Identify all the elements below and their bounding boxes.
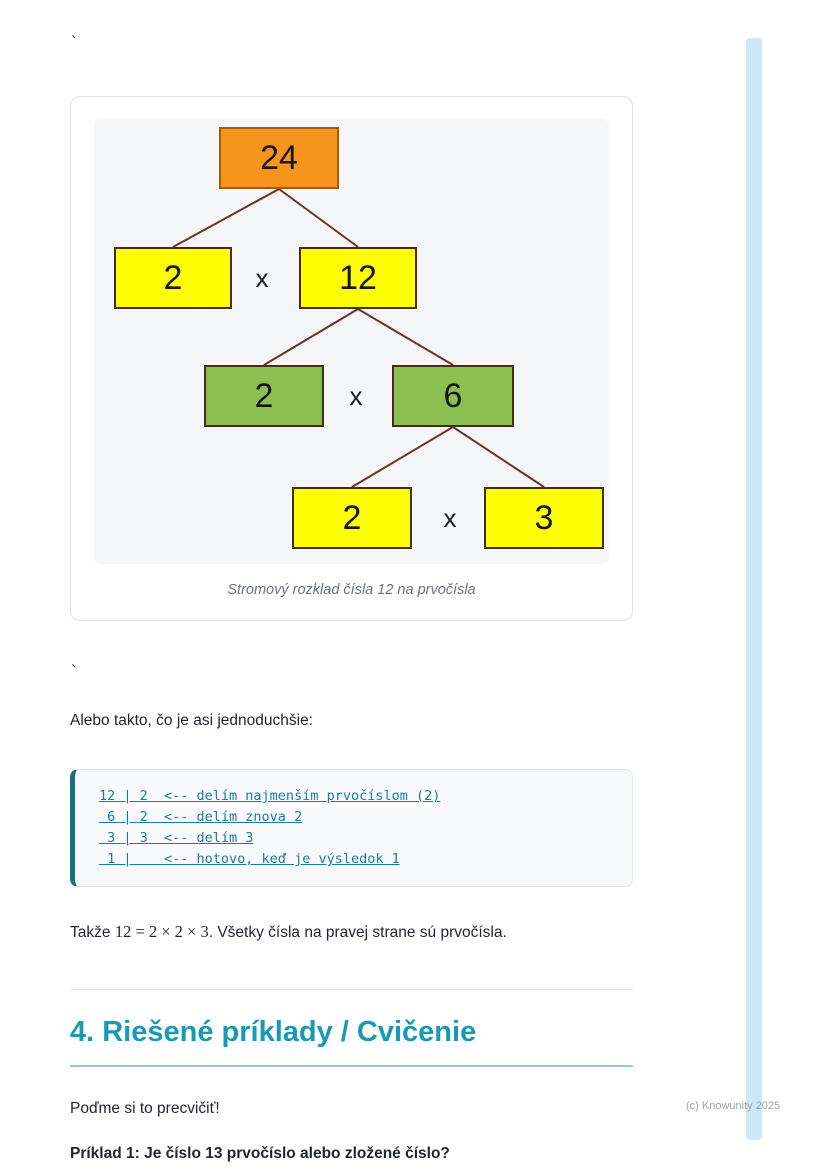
watermark-text: (c) Knowunity 2025 bbox=[686, 1100, 781, 1112]
multiply-operator: x bbox=[443, 503, 457, 533]
result-math-expression: 12 = 2 × 2 × 3 bbox=[114, 922, 209, 942]
scrollbar[interactable] bbox=[746, 38, 762, 1140]
tree-node-l1-right: 12 bbox=[299, 247, 417, 309]
result-suffix: . Všetky čísla na pravej strane sú prvoč… bbox=[208, 924, 507, 942]
tree-connector-lines bbox=[172, 188, 545, 488]
figure-caption: Stromový rozklad čísla 12 na prvočísla bbox=[227, 582, 476, 598]
code-line: 3 | 3 <-- delím 3 bbox=[99, 830, 254, 847]
multiply-operator: x bbox=[349, 381, 363, 411]
section-heading: 4. Riešené príklady / Cvičenie bbox=[70, 1016, 633, 1068]
division-code-block: 12 | 2 <-- delím najmenším prvočíslom (2… bbox=[70, 769, 633, 888]
multiply-operator: x bbox=[255, 263, 269, 293]
alternative-intro-paragraph: Alebo takto, čo je asi jednoduchšie: bbox=[70, 712, 313, 729]
practice-paragraph: Poďme si to precvičiť! bbox=[70, 1100, 220, 1118]
tree-node-root: 24 bbox=[219, 127, 339, 189]
stray-backtick-top: ` bbox=[70, 35, 79, 51]
code-line: 12 | 2 <-- delím najmenším prvočíslom (2… bbox=[99, 788, 441, 805]
factor-tree-figure: 24 2 x 12 2 x 6 2 x 3 Stromový rozklad č… bbox=[70, 96, 633, 621]
tree-node-l1-left: 2 bbox=[114, 247, 232, 309]
tree-node-l2-right: 6 bbox=[392, 365, 514, 427]
tree-node-l3-left: 2 bbox=[292, 487, 412, 549]
code-line: 6 | 2 <-- delím znova 2 bbox=[99, 809, 303, 826]
stray-backtick-mid: ` bbox=[70, 664, 79, 680]
tree-node-l3-right: 3 bbox=[484, 487, 604, 549]
factor-tree-diagram: 24 2 x 12 2 x 6 2 x 3 bbox=[94, 119, 609, 564]
result-prefix: Takže bbox=[70, 924, 115, 942]
tree-node-l2-left: 2 bbox=[204, 365, 324, 427]
example-heading: Príklad 1: Je číslo 13 prvočíslo alebo z… bbox=[70, 1145, 450, 1163]
result-paragraph: Takže 12 = 2 × 2 × 3. Všetky čísla na pr… bbox=[70, 919, 633, 945]
code-line: 1 | <-- hotovo, keď je výsledok 1 bbox=[99, 851, 400, 868]
content-column: ` 24 2 x 12 2 x bbox=[70, 36, 633, 1163]
section-divider bbox=[70, 989, 633, 991]
